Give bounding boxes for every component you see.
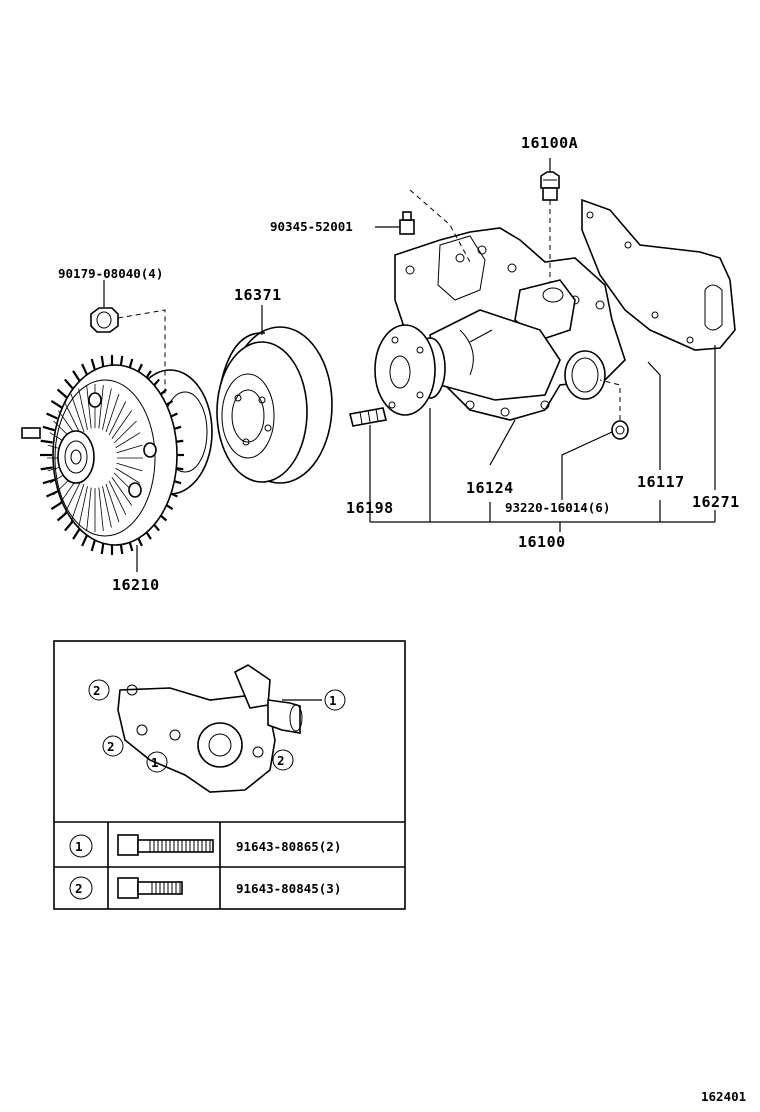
label-93220-16014: 93220-16014(6) bbox=[505, 500, 610, 515]
row2-part: 91643-80845(3) bbox=[236, 881, 341, 896]
label-16100: 16100 bbox=[518, 533, 566, 551]
inset-callout-1a: 1 bbox=[329, 693, 337, 708]
bolt-icon bbox=[117, 834, 214, 856]
label-16271: 16271 bbox=[692, 493, 740, 511]
label-16371: 16371 bbox=[234, 286, 282, 304]
bolt-detail-inset: 2 1 2 1 2 1 91643-80865(2) 2 91643-80845… bbox=[53, 640, 406, 910]
plug-icon bbox=[540, 158, 560, 201]
inset-callout-2c: 2 bbox=[277, 753, 285, 768]
label-90179-08040: 90179-08040(4) bbox=[58, 266, 163, 281]
nut-icon bbox=[90, 280, 119, 333]
pulley-drawing bbox=[216, 305, 333, 484]
bolt-icon bbox=[117, 877, 183, 899]
label-16124: 16124 bbox=[466, 479, 514, 497]
nut-icon bbox=[611, 420, 629, 440]
diagram-code: 162401 bbox=[701, 1089, 746, 1104]
row1-marker: 1 bbox=[75, 839, 83, 854]
label-16117: 16117 bbox=[637, 473, 685, 491]
water-pump-drawing bbox=[374, 227, 626, 421]
gasket-drawing bbox=[581, 198, 736, 351]
row2-marker: 2 bbox=[75, 881, 83, 896]
inset-callout-2a: 2 bbox=[93, 683, 101, 698]
fan-clutch-drawing bbox=[21, 355, 213, 555]
inset-callout-2b: 2 bbox=[107, 739, 115, 754]
stud-icon bbox=[349, 407, 387, 427]
row1-part: 91643-80865(2) bbox=[236, 839, 341, 854]
label-16210: 16210 bbox=[112, 576, 160, 594]
label-90345-52001: 90345-52001 bbox=[270, 219, 353, 234]
label-16198: 16198 bbox=[346, 499, 394, 517]
stud-icon bbox=[375, 211, 415, 235]
label-16100A: 16100A bbox=[521, 134, 578, 152]
inset-callout-1b: 1 bbox=[151, 755, 159, 770]
